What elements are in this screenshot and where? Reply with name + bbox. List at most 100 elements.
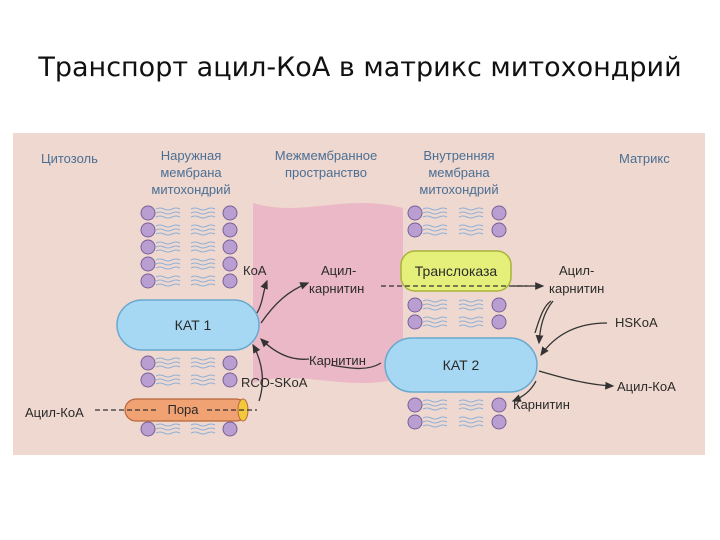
arrow-hskoa-to-kat2	[540, 322, 608, 357]
lipid-tail	[155, 211, 216, 215]
label-acylcarnitine-left-1: Ацил-	[321, 263, 356, 278]
label-inner-membrane-line2: мембрана	[428, 165, 490, 180]
lipid-head	[407, 297, 423, 313]
kat2-label: КАТ 2	[443, 357, 480, 373]
label-acyl-coa-in: Ацил-КоА	[25, 405, 84, 420]
lipid-tail	[422, 228, 484, 232]
lipid-tail	[422, 303, 484, 307]
lipid-head	[140, 239, 156, 255]
arrow-kat2-to-carnitine	[511, 380, 537, 402]
lipid-tail	[422, 211, 484, 215]
lipid-tail	[155, 241, 216, 245]
lipid-tail	[155, 357, 216, 361]
lipid-head	[491, 297, 507, 313]
lipid-tail	[422, 403, 484, 407]
label-intermembrane: Межмембранное пространство	[275, 148, 377, 180]
lipid-tail	[422, 316, 484, 320]
intermembrane-band	[253, 203, 403, 383]
lipid-tail	[155, 245, 216, 249]
lipid-head	[222, 273, 238, 289]
lipid-tail	[422, 224, 484, 228]
lipid-tail	[422, 215, 484, 219]
lipid-tail	[422, 420, 484, 424]
slide-title: Транспорт ацил-КоА в матрикс митохондрий	[38, 52, 682, 83]
lipid-tail	[422, 232, 484, 236]
label-intermembrane-line2: пространство	[285, 165, 367, 180]
lipid-tail	[155, 275, 216, 279]
label-koa: КоА	[243, 263, 267, 278]
lipid-tail	[155, 283, 216, 287]
lipid-head	[407, 205, 423, 221]
inner-membrane	[407, 205, 507, 430]
diagram-canvas: Цитозоль Наружная мембрана митохондрий М…	[13, 133, 705, 455]
lipid-tail	[155, 423, 216, 427]
translocase: Транслоказа	[400, 250, 512, 292]
pore: Пора	[95, 398, 257, 422]
lipid-head	[491, 314, 507, 330]
lipid-tail	[422, 424, 484, 428]
label-hskoa: HSKoA	[615, 315, 658, 330]
lipid-head	[140, 222, 156, 238]
arrow-kat1-to-acylcarnitine	[260, 282, 310, 324]
transport-diagram: Цитозоль Наружная мембрана митохондрий М…	[13, 133, 705, 455]
lipid-head	[491, 222, 507, 238]
lipid-head	[407, 314, 423, 330]
lipid-tail	[155, 258, 216, 262]
label-acylcarnitine-left-2: карнитин	[309, 281, 364, 296]
label-outer-membrane-line2: мембрана	[160, 165, 222, 180]
lipid-head	[222, 222, 238, 238]
kat1-enzyme: КАТ 1	[116, 299, 260, 351]
kat1-label: КАТ 1	[175, 317, 212, 333]
arrow-acylcarnitine-into-kat2	[535, 300, 554, 345]
lipid-head	[140, 372, 156, 388]
lipid-tail	[155, 279, 216, 283]
lipid-tail	[155, 249, 216, 253]
label-acylcarnitine-right-2: карнитин	[549, 281, 604, 296]
arrow-carnitine-to-kat1	[260, 338, 310, 360]
reaction-arrows	[252, 279, 615, 402]
arrow-carnitine-return	[330, 362, 382, 370]
lipid-head	[140, 273, 156, 289]
label-carnitine-mid: Карнитин	[309, 353, 366, 368]
lipid-head	[140, 256, 156, 272]
arrow-kat2-to-acylcoa	[538, 370, 615, 390]
arrow-rco-to-kat1	[252, 343, 264, 402]
label-outer-membrane: Наружная мембрана митохондрий	[151, 148, 230, 197]
lipid-tail	[155, 207, 216, 211]
label-acyl-coa-out: Ацил-КоА	[617, 379, 676, 394]
label-inner-membrane-line3: митохондрий	[419, 182, 498, 197]
label-matrix: Матрикс	[619, 151, 670, 166]
label-outer-membrane-line1: Наружная	[161, 148, 222, 163]
lipid-tail	[155, 215, 216, 219]
translocase-label: Транслоказа	[415, 263, 498, 279]
lipid-tail	[155, 431, 216, 435]
lipid-tail	[422, 307, 484, 311]
lipid-tail	[155, 266, 216, 270]
lipid-tail	[422, 320, 484, 324]
label-acylcarnitine-right-1: Ацил-	[559, 263, 594, 278]
lipid-head	[222, 239, 238, 255]
lipid-head	[222, 205, 238, 221]
lipid-tail	[422, 407, 484, 411]
lipid-tail	[155, 262, 216, 266]
lipid-tail	[155, 232, 216, 236]
lipid-head	[222, 355, 238, 371]
lipid-tail	[155, 224, 216, 228]
kat2-body	[384, 337, 538, 393]
label-outer-membrane-line3: митохондрий	[151, 182, 230, 197]
lipid-tail	[422, 207, 484, 211]
arrow-kat1-to-koa	[256, 279, 268, 314]
kat2-enzyme: КАТ 2	[384, 337, 538, 393]
translocase-body	[400, 250, 512, 292]
lipid-head	[407, 414, 423, 430]
arrow-matrix-acylcarnitine-to-kat2	[534, 300, 552, 334]
label-rco-skoa: RCO-SKoA	[241, 375, 308, 390]
lipid-head	[407, 222, 423, 238]
label-inner-membrane: Внутренняя мембрана митохондрий	[419, 148, 498, 197]
lipid-head	[407, 397, 423, 413]
pore-label: Пора	[167, 402, 199, 417]
lipid-head	[140, 421, 156, 437]
lipid-head	[140, 205, 156, 221]
lipid-tail	[155, 228, 216, 232]
lipid-tail	[155, 361, 216, 365]
